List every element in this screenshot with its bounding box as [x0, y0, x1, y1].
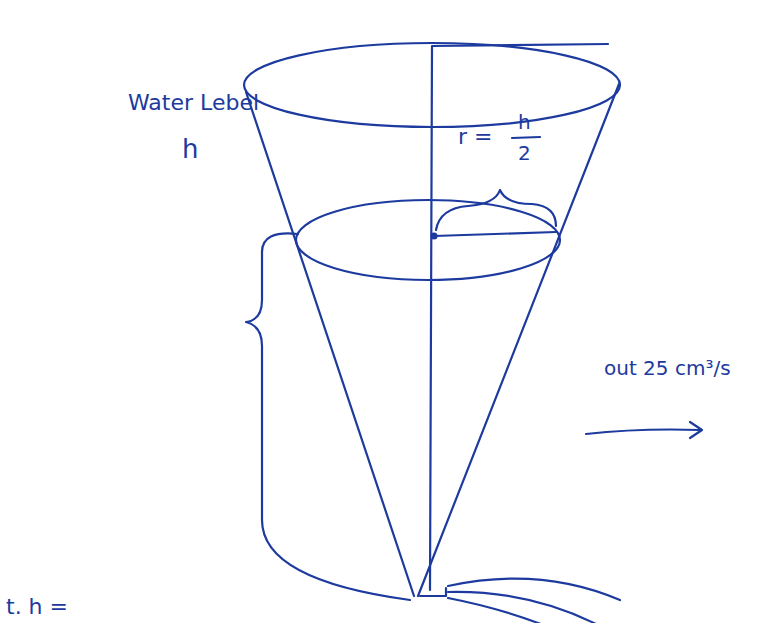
cone-side — [418, 84, 619, 596]
note-text: t. h = — [6, 596, 68, 618]
outflow-rate: out 25 cm³/s — [604, 358, 731, 378]
outflow-stream — [448, 592, 600, 623]
radius-label: r = — [458, 126, 492, 148]
fraction-bar — [512, 137, 540, 138]
height-bracket — [246, 233, 410, 600]
cone-axis — [430, 44, 608, 590]
outflow-stream — [448, 598, 578, 623]
radius-line — [434, 232, 556, 236]
outlet — [420, 588, 446, 596]
outflow-stream — [448, 579, 620, 600]
fraction-numerator: h — [518, 112, 531, 132]
water-surface — [296, 200, 560, 280]
cone-side — [246, 92, 414, 596]
fraction-denominator: 2 — [518, 143, 531, 163]
outflow-arrow — [586, 430, 700, 435]
height-symbol: h — [182, 136, 198, 162]
water-level-label: Water Lebel — [128, 92, 259, 114]
radius-brace — [436, 190, 556, 230]
arrow-head — [690, 422, 702, 438]
center-dot — [432, 234, 437, 239]
